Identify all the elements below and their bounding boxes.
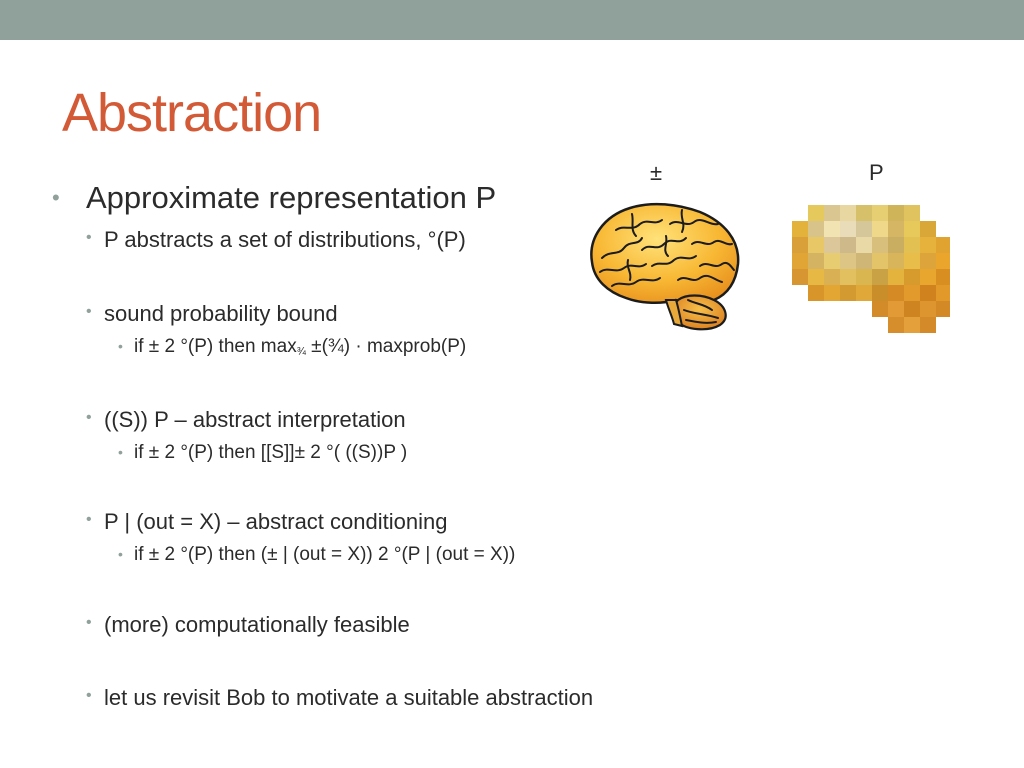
formula-part: ±(¾) · maxprob(P)	[305, 336, 467, 357]
pixelated-brain-image	[792, 205, 950, 333]
bullet-level2: if ± 2 °(P) then [[S]]± 2 °( ((S))P )	[134, 442, 408, 463]
bullet-dot: •	[86, 614, 92, 631]
formula-subscript: ¾	[296, 346, 306, 358]
bullet-level1: ((S)) P – abstract interpretation	[104, 407, 406, 432]
brain-label-right: P	[869, 160, 884, 185]
bullet-level1: (more) computationally feasible	[104, 612, 410, 637]
formula-part: if ± 2 °(P) then max	[134, 336, 297, 357]
bullet-dot: •	[118, 546, 123, 562]
bullet-level1: sound probability bound	[104, 301, 338, 326]
brain-image	[590, 202, 740, 331]
bullet-level0: Approximate representation P	[86, 180, 497, 215]
bullet-dot: •	[86, 303, 92, 320]
bullet-level2: if ± 2 °(P) then max¾ ±(¾) · maxprob(P)	[134, 336, 466, 358]
bullet-level1: let us revisit Bob to motivate a suitabl…	[104, 685, 594, 710]
top-accent-bar	[0, 0, 1024, 40]
bullet-dot: •	[86, 511, 92, 528]
slide-title: Abstraction	[62, 83, 322, 143]
bullet-dot: •	[86, 687, 92, 704]
bullet-level1: P abstracts a set of distributions, °(P)	[104, 227, 466, 252]
bullet-dot: •	[118, 444, 123, 460]
bullet-dot: •	[86, 229, 92, 246]
bullet-level2: if ± 2 °(P) then (± | (out = X)) 2 °(P |…	[134, 544, 516, 565]
bullet-dot: •	[118, 338, 123, 354]
bullet-dot: •	[52, 185, 60, 210]
bullet-level1: P | (out = X) – abstract conditioning	[104, 509, 448, 534]
bullet-dot: •	[86, 409, 92, 426]
brain-label-left: ±	[650, 160, 663, 185]
